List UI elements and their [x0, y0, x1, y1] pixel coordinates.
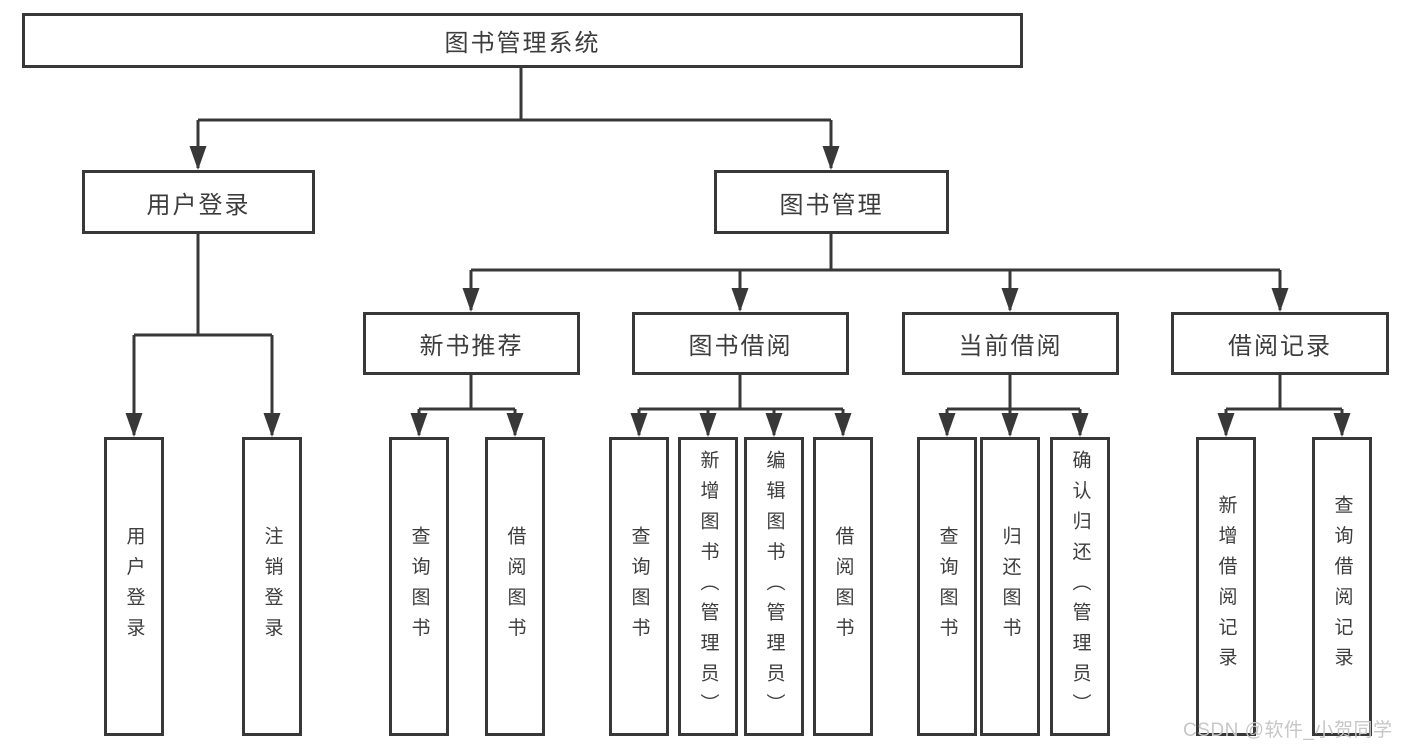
- leaf-label: 查询图书: [408, 525, 430, 648]
- node-leaf-add-book-admin: 新增图书（管理员）: [678, 437, 738, 736]
- node-leaf-query-books-current: 查询图书: [917, 437, 977, 736]
- node-leaf-return-books: 归还图书: [980, 437, 1040, 736]
- node-leaf-query-books-recommend: 查询图书: [389, 437, 449, 736]
- node-book-management: 图书管理: [714, 170, 949, 234]
- node-user-login: 用户登录: [82, 170, 315, 234]
- leaf-label: 新增图书（管理员）: [697, 449, 719, 724]
- node-current-borrowing: 当前借阅: [902, 312, 1119, 375]
- node-leaf-confirm-return-admin: 确认归还（管理员）: [1050, 437, 1110, 736]
- node-leaf-user-login: 用户登录: [104, 437, 164, 736]
- leaf-label: 借阅图书: [832, 525, 854, 648]
- leaf-label: 新增借阅记录: [1215, 495, 1237, 678]
- leaf-label: 归还图书: [999, 525, 1021, 648]
- node-leaf-edit-book-admin: 编辑图书（管理员）: [744, 437, 804, 736]
- watermark-text: CSDN @软件_小贺同学: [1183, 720, 1393, 741]
- leaf-label: 确认归还（管理员）: [1069, 449, 1091, 724]
- leaf-label: 编辑图书（管理员）: [763, 449, 785, 724]
- node-leaf-query-borrow-record: 查询借阅记录: [1312, 437, 1372, 736]
- node-leaf-borrow-books: 借阅图书: [813, 437, 873, 736]
- leaf-label: 借阅图书: [504, 525, 526, 648]
- leaf-label: 查询图书: [628, 525, 650, 648]
- node-new-book-recommend: 新书推荐: [363, 312, 580, 375]
- node-root: 图书管理系统: [22, 13, 1023, 68]
- node-leaf-query-books-borrowing: 查询图书: [609, 437, 669, 736]
- leaf-label: 注销登录: [261, 525, 283, 648]
- node-leaf-add-borrow-record: 新增借阅记录: [1196, 437, 1256, 736]
- node-borrowing-records: 借阅记录: [1171, 312, 1389, 375]
- node-leaf-borrow-books-recommend: 借阅图书: [485, 437, 545, 736]
- node-leaf-logout: 注销登录: [242, 437, 302, 736]
- leaf-label: 用户登录: [123, 525, 145, 648]
- leaf-label: 查询借阅记录: [1331, 495, 1353, 678]
- leaf-label: 查询图书: [936, 525, 958, 648]
- node-book-borrowing: 图书借阅: [632, 312, 849, 375]
